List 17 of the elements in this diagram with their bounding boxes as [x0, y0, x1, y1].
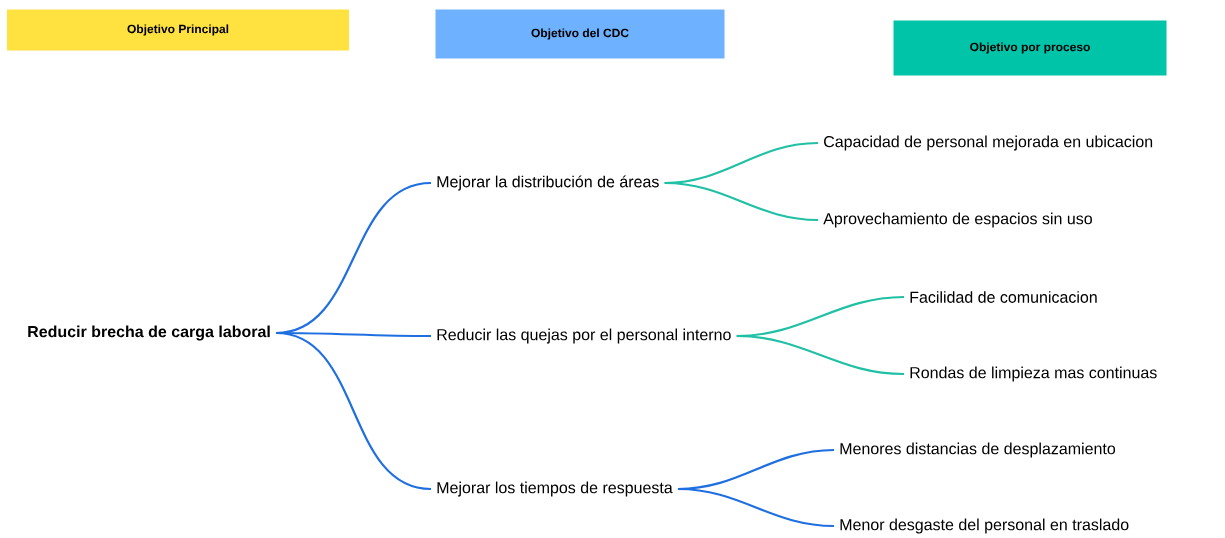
topic-text: Capacidad de personal mejorada en ubicacion: [824, 135, 1153, 151]
branch-line: [664, 181, 819, 222]
topic-text: Menor desgaste del personal en traslado: [840, 518, 1129, 534]
topic-text: Menores distancias de desplazamiento: [840, 442, 1116, 458]
topic-text: Facilidad de comunicacion: [910, 291, 1097, 303]
branch-line: [677, 487, 835, 528]
topic-text: Mejorar los tiempos de respuesta: [437, 481, 673, 497]
topic-text: Reducir las quejas por el personal interno: [437, 328, 731, 344]
header-box: Objetivo por proceso: [893, 20, 1167, 76]
header-box: Objetivo del CDC: [435, 9, 725, 59]
header-box: Objetivo Principal: [7, 9, 349, 51]
branch-line: [275, 331, 432, 491]
topic-text: Rondas de limpieza mas continuas: [910, 366, 1157, 382]
branch-line: [736, 334, 905, 376]
topic-text: Aprovechamiento de espacios sin uso: [823, 212, 1092, 228]
topic-text: Mejorar la distribución de áreas: [437, 175, 659, 191]
topic-text: Reducir brecha de carga laboral: [28, 325, 270, 341]
